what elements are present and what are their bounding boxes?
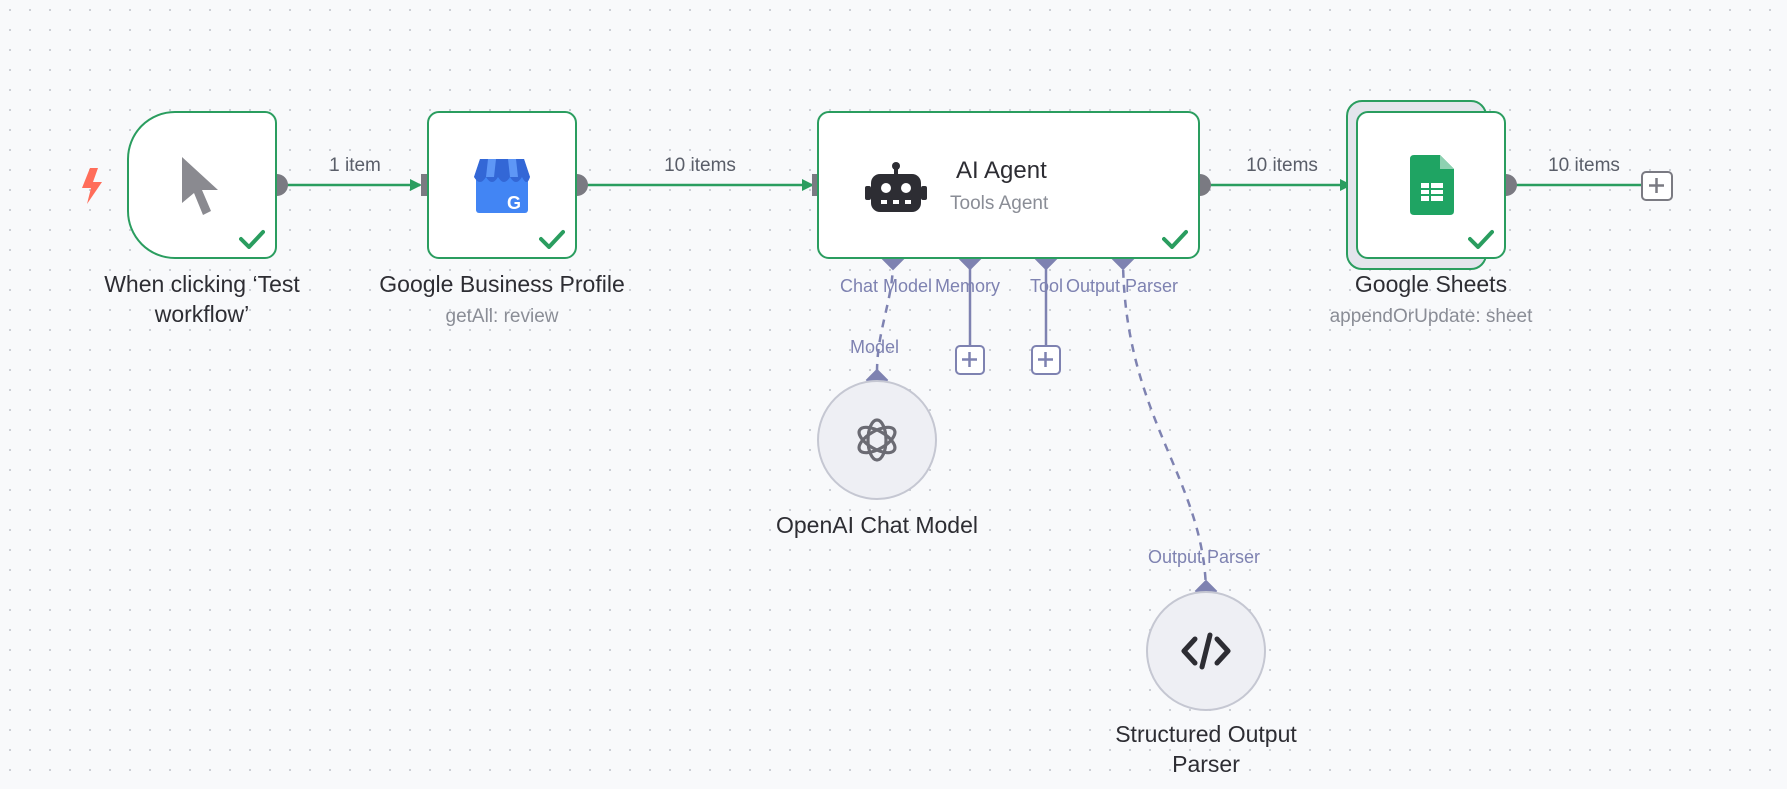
edge-parser-agent[interactable] bbox=[1121, 261, 1208, 596]
node-ai-agent-subtitle: Tools Agent bbox=[950, 193, 1049, 214]
success-check-icon bbox=[239, 230, 265, 249]
openai-icon bbox=[857, 418, 897, 462]
node-structured-output-parser[interactable] bbox=[1146, 591, 1266, 711]
lightning-icon bbox=[82, 168, 102, 204]
port-label-memory: Memory bbox=[935, 276, 1001, 296]
port-label-chat-model: Chat Model bbox=[840, 276, 933, 296]
node-ai-agent[interactable]: AI Agent Tools Agent bbox=[817, 111, 1200, 259]
input-port-gbp[interactable] bbox=[421, 174, 432, 196]
plus-icon bbox=[1649, 178, 1664, 193]
svg-text:G: G bbox=[507, 193, 521, 213]
node-google-sheets[interactable] bbox=[1356, 111, 1506, 259]
node-google-business-profile-label: Google Business Profile bbox=[379, 271, 625, 297]
node-google-sheets-label: Google Sheets bbox=[1354, 271, 1508, 297]
node-structured-output-parser-label: Structured Output Parser bbox=[1115, 721, 1297, 777]
node-google-business-profile-subtitle: getAll: review bbox=[445, 306, 559, 327]
add-next-node-button[interactable] bbox=[1641, 171, 1673, 201]
success-check-icon bbox=[1468, 230, 1494, 249]
edge-label-agent-sheets: 10 items bbox=[1246, 155, 1318, 176]
robot-icon bbox=[865, 162, 927, 212]
add-memory-button[interactable] bbox=[955, 345, 985, 375]
node-google-business-profile[interactable]: G bbox=[427, 111, 577, 259]
port-label-parser-output: Output Parser bbox=[1148, 547, 1261, 567]
success-check-icon bbox=[539, 230, 565, 249]
node-ai-agent-title: AI Agent bbox=[956, 157, 1047, 184]
node-trigger-label: When clicking ‘Test workflow’ bbox=[104, 271, 300, 327]
edge-label-trigger-gbp: 1 item bbox=[329, 155, 381, 176]
google-business-icon: G bbox=[474, 159, 530, 213]
port-label-tool: Tool bbox=[1030, 276, 1064, 296]
google-sheets-icon bbox=[1410, 155, 1454, 215]
edge-label-gbp-agent: 10 items bbox=[664, 155, 736, 176]
node-google-sheets-subtitle: appendOrUpdate: sheet bbox=[1329, 306, 1533, 327]
code-icon bbox=[1181, 632, 1231, 670]
port-label-output-parser: Output Parser bbox=[1066, 276, 1179, 296]
node-openai-chat-model-label: OpenAI Chat Model bbox=[775, 512, 978, 538]
port-label-model: Model bbox=[850, 337, 900, 357]
node-openai-chat-model[interactable] bbox=[817, 380, 937, 500]
edge-label-sheets-out: 10 items bbox=[1548, 155, 1620, 176]
plus-icon bbox=[1038, 352, 1053, 367]
success-check-icon bbox=[1162, 230, 1188, 249]
cursor-icon bbox=[182, 157, 218, 215]
add-tool-button[interactable] bbox=[1031, 345, 1061, 375]
node-trigger[interactable] bbox=[127, 111, 277, 259]
plus-icon bbox=[962, 352, 977, 367]
